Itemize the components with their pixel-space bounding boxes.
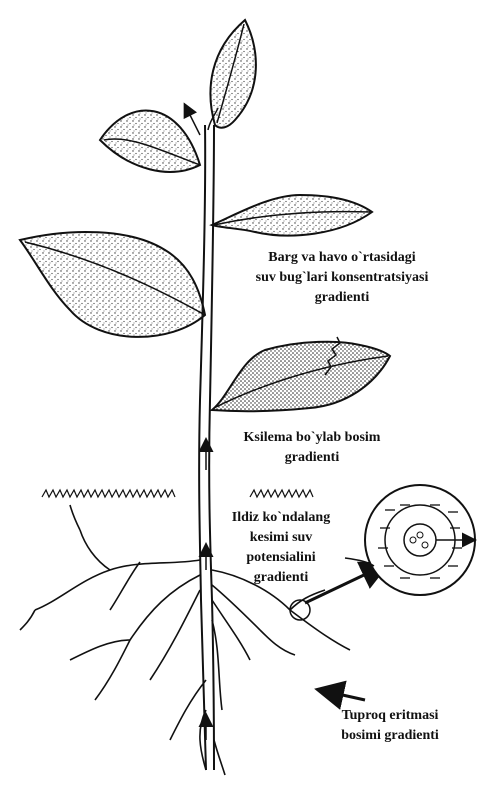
- leaf-upper-right: [212, 195, 372, 236]
- label-line: gradienti: [228, 288, 456, 308]
- label-soil-solution-gradient: Tuproq eritmasi bosimi gradienti: [320, 706, 460, 746]
- leaf-upper-left: [100, 110, 200, 171]
- label-line: gradienti: [222, 448, 402, 468]
- label-line: kesimi suv: [216, 528, 346, 548]
- label-line: Ksilema bo`ylab bosim: [222, 428, 402, 448]
- soil-surface: [42, 490, 313, 497]
- soil-arrow: [320, 690, 365, 700]
- label-line: gradienti: [216, 568, 346, 588]
- label-line: bosimi gradienti: [320, 726, 460, 746]
- leaf-lower-right: [212, 337, 390, 411]
- label-line: Tuproq eritmasi: [320, 706, 460, 726]
- label-root-cross-section-gradient: Ildiz ko`ndalang kesimi suv potensialini…: [216, 508, 346, 588]
- label-line: suv bug`lari konsentratsiyasi: [228, 268, 456, 288]
- label-line: Barg va havo o`rtasidagi: [228, 248, 456, 268]
- root-cross-section: [345, 485, 475, 595]
- label-line: Ildiz ko`ndalang: [216, 508, 346, 528]
- label-leaf-air-gradient: Barg va havo o`rtasidagi suv bug`lari ko…: [228, 248, 456, 308]
- label-line: potensialini: [216, 548, 346, 568]
- label-xylem-pressure-gradient: Ksilema bo`ylab bosim gradienti: [222, 428, 402, 468]
- leaf-large-left: [20, 232, 205, 337]
- leaf-top: [210, 20, 255, 128]
